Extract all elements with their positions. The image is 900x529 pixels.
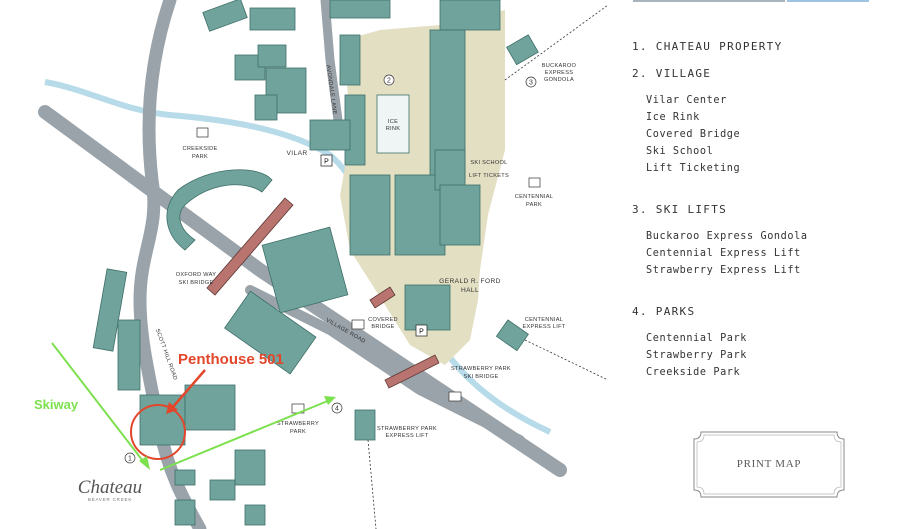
skiway-label: Skiway [34, 397, 79, 412]
trail-dashed-right [524, 339, 609, 381]
roads [38, 0, 567, 529]
trail-dashed-top [504, 4, 609, 81]
logo-name: Chateau [78, 477, 142, 498]
trail-dashed-bottom [367, 439, 377, 529]
centennial-lift-label-1: CENTENNIAL [525, 317, 563, 323]
ice-rink-label-2: RINK [386, 126, 401, 132]
top-tab-right [787, 0, 869, 2]
legend-item[interactable]: Buckaroo Express Gondola [646, 231, 808, 242]
strawberry-lift-label-1: STRAWBERRY PARK [377, 426, 437, 432]
legend-panel: 1. CHATEAU PROPERTY 2. VILLAGE Vilar Cen… [632, 40, 892, 407]
logo-sub: BEAVER CREEK [88, 497, 132, 502]
parking-sign-1: P [324, 159, 329, 166]
marker-1: 1 [128, 456, 132, 463]
legend-item[interactable]: Ski School [646, 146, 714, 157]
legend-item[interactable]: Ice Rink [646, 112, 700, 123]
ice-rink-label-1: ICE [388, 119, 398, 125]
gerald-ford-label-2: HALL [461, 287, 479, 294]
penthouse-label: Penthouse 501 [178, 351, 284, 368]
penthouse-annotation: Penthouse 501 [130, 351, 284, 460]
legend-item[interactable]: Strawberry Park [646, 350, 748, 361]
oxford-way-label-2: SKI BRIDGE [178, 280, 213, 286]
legend-item[interactable]: Covered Bridge [646, 129, 741, 140]
gerald-ford-label-1: GERALD R. FORD [439, 278, 501, 285]
parking-sign-2: P [419, 329, 424, 336]
covered-bridge-label-2: BRIDGE [371, 324, 394, 330]
legend-item[interactable]: Centennial Park [646, 333, 748, 344]
print-map-button[interactable]: PRINT MAP [693, 431, 845, 498]
legend-section-title: 3. SKI LIFTS [632, 203, 728, 216]
chateau-logo: Chateau BEAVER CREEK [78, 477, 142, 502]
parking-signs: P P [320, 154, 428, 337]
buckaroo-label-1: BUCKAROO [542, 63, 577, 69]
print-button-frame [693, 431, 845, 498]
legend-item[interactable]: Centennial Express Lift [646, 248, 801, 259]
strawberry-park-label-1: STRAWBERRY [277, 421, 319, 427]
strawberry-lift-label-2: EXPRESS LIFT [385, 433, 428, 439]
buildings [92, 0, 539, 526]
centennial-park-label-2: PARK [526, 202, 542, 208]
print-map-label: PRINT MAP [736, 458, 802, 470]
marker-3: 3 [529, 80, 533, 87]
creekside-park-label-1: CREEKSIDE [182, 146, 217, 152]
covered-bridge-label-1: COVERED [368, 317, 398, 323]
oxford-way-label-1: OXFORD WAY [176, 272, 217, 278]
creekside-park-label-2: PARK [192, 154, 208, 160]
marker-4: 4 [335, 406, 339, 413]
ski-school-label: SKI SCHOOL [470, 160, 507, 166]
lift-tickets-label: LIFT TICKETS [469, 173, 509, 179]
strawberry-park-label-2: PARK [290, 429, 306, 435]
skiway-annotation: Skiway [34, 342, 336, 471]
marker-2: 2 [387, 78, 391, 85]
scott-hill-road-label: SCOTT HILL ROAD [154, 328, 178, 381]
legend-section-title: 2. VILLAGE [632, 67, 712, 80]
legend-item[interactable]: Strawberry Express Lift [646, 265, 801, 276]
top-tab-left [633, 0, 785, 2]
ski-bridges [206, 197, 440, 389]
buckaroo-label-2: EXPRESS [545, 70, 574, 76]
legend-item[interactable]: Creekside Park [646, 367, 741, 378]
legend-section-title: 1. CHATEAU PROPERTY [632, 40, 783, 53]
strawberry-bridge-label-2: SKI BRIDGE [463, 374, 498, 380]
buckaroo-label-3: GONDOLA [544, 77, 574, 83]
centennial-park-label-1: CENTENNIAL [515, 194, 553, 200]
legend-item[interactable]: Vilar Center [646, 95, 727, 106]
legend-section-title: 4. PARKS [632, 305, 696, 318]
vilar-label: VILAR [286, 150, 307, 157]
strawberry-bridge-label-1: STRAWBERRY PARK [451, 366, 511, 372]
markers: 2 3 4 1 [124, 74, 537, 464]
centennial-lift-label-2: EXPRESS LIFT [522, 324, 565, 330]
village-map[interactable]: P P 2 3 4 1 CREEKSIDE PARK VILAR AVONDAL… [0, 0, 610, 529]
legend-item[interactable]: Lift Ticketing [646, 163, 741, 174]
ice-rink [376, 94, 410, 154]
